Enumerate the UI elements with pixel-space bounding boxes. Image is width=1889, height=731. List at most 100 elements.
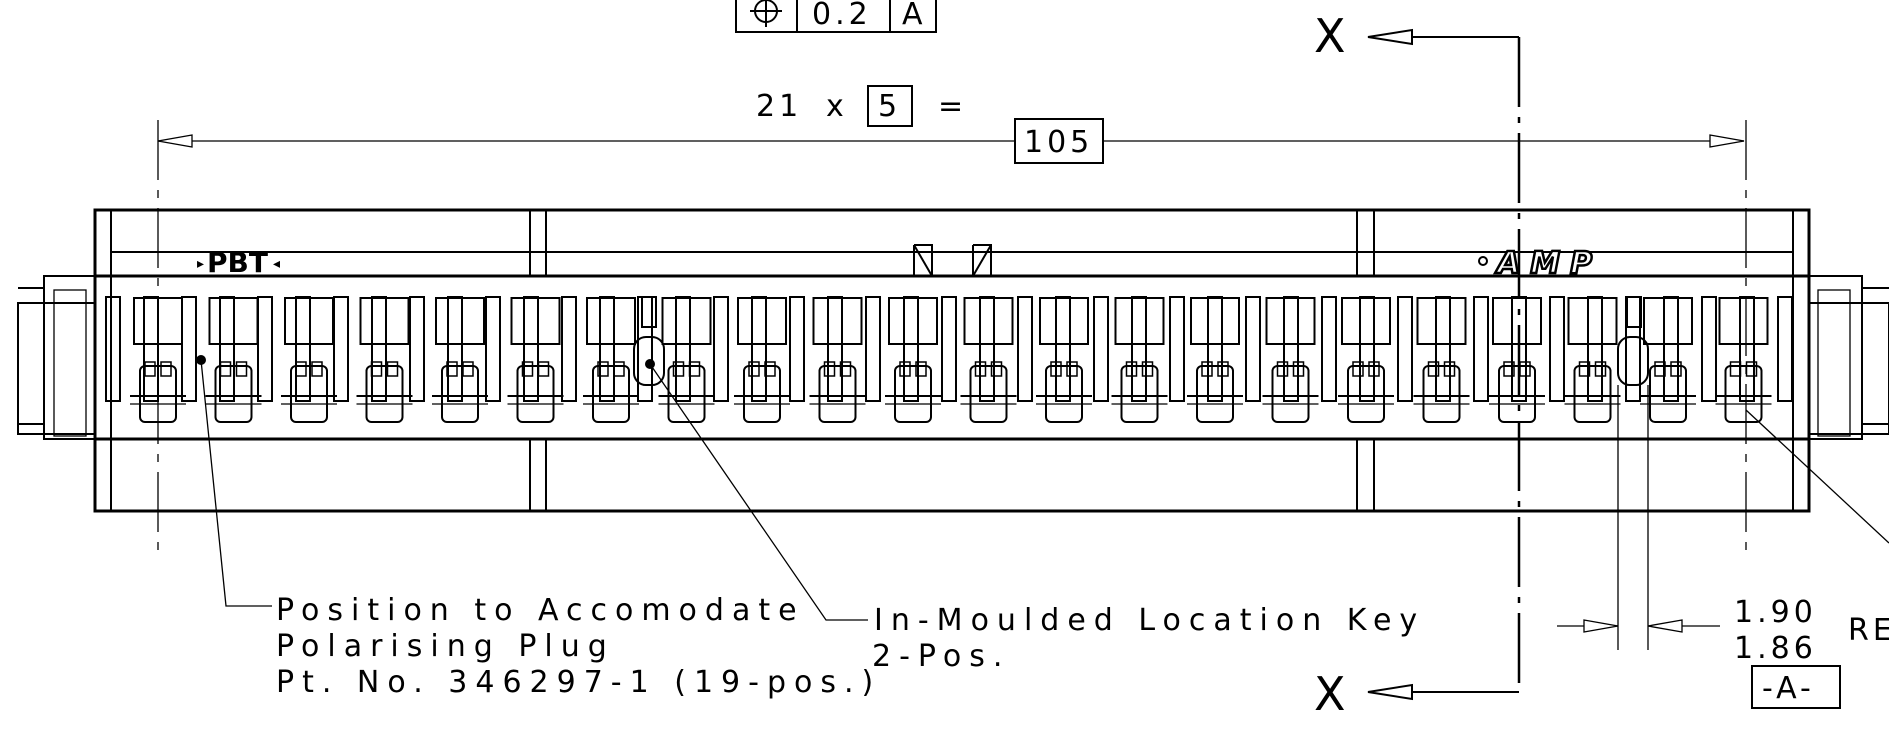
location-key-note-line-1: In-Moulded Location Key [874,603,1425,638]
cell-window [963,297,1014,345]
tolerance-frame: 0.2 A [735,0,937,33]
cell-window [208,297,259,345]
comb-tooth [181,296,197,402]
width-dimension: 1.90 1.86 RE -A- [1557,385,1889,709]
contact-tab [295,361,307,377]
comb-tooth [941,296,957,402]
cell-window [133,297,183,345]
pitch-value: 5 [878,89,901,124]
contact-tab [990,361,1003,377]
comb-tooth [1777,296,1793,402]
cell-window [1567,297,1618,345]
contact-body [1196,365,1234,423]
polarising-note-line-3: Pt. No. 346297-1 (19-pos.) [276,665,881,700]
comb-tooth [295,296,311,402]
cell-window [812,297,863,345]
pitch-equals: = [938,89,967,124]
overall-dimension: 105 [157,118,1747,550]
comb-tooth [751,296,767,402]
cell-window [661,297,712,345]
cell-window [888,297,938,345]
contact-tab [1427,361,1440,377]
pitch-dimension: 21 x 5 = [756,85,967,127]
contact-tab [1066,361,1078,377]
comb-tooth [1055,296,1071,402]
contact-body [516,365,555,423]
comb-tooth [143,296,159,402]
contact-body [1271,365,1310,423]
comb-tooth [1017,296,1033,402]
comb-tooth [333,296,349,402]
comb-tooth [561,296,577,402]
brand-logo: AMP [1495,246,1602,281]
contact-tab [823,361,836,377]
cell-window [510,297,561,345]
contact-tab [1125,361,1138,377]
contact-tab [1654,361,1666,377]
cell-window [1114,297,1165,345]
contact-tab [748,361,760,377]
location-key-note-line-2: 2-Pos. [872,639,1010,674]
contact-tab [839,361,852,377]
contact-tab [160,361,172,377]
contact-tab [1352,361,1364,377]
contact-tab [1745,361,1758,377]
contact-tab [672,361,685,377]
polarising-note-line-1: Position to Accomodate [276,593,805,628]
contact-body [1649,365,1687,423]
comb-tooth [675,296,691,402]
location-key-note: In-Moulded Location Key 2-Pos. [649,363,1425,674]
width-ref: RE [1848,613,1889,648]
contact-body [743,365,781,423]
contact-tab [974,361,987,377]
cell-window [586,297,636,345]
contact-body [441,365,479,423]
contact-tab [1594,361,1607,377]
cell-window [1265,297,1316,345]
comb-tooth [1283,296,1299,402]
contact-tab [1276,361,1289,377]
contact-tab [1519,361,1531,377]
contact-body [1498,365,1536,423]
comb-tooth [1093,296,1109,402]
comb-tooth [1131,296,1147,402]
cell-window [1416,297,1467,345]
contact-tab [235,361,248,377]
contact-body [1045,365,1083,423]
section-label-bottom: X [1314,667,1346,721]
comb-tooth [447,296,463,402]
comb-tooth [1397,296,1413,402]
contact-body [214,365,253,423]
contact-tab [537,361,550,377]
comb-tooth [219,296,235,402]
section-line: X X [1314,9,1521,721]
contact-tab [915,361,927,377]
material-marking: PBT [207,246,268,279]
contact-tab [311,361,323,377]
contact-tab [597,361,609,377]
contact-body [667,365,706,423]
contact-tab [219,361,232,377]
cell-window [1643,297,1693,345]
cell-window [1341,297,1391,345]
polarising-note: Position to Accomodate Polarising Plug P… [200,359,881,700]
overall-value: 105 [1024,125,1093,160]
comb-tooth [599,296,615,402]
contact-tab [1050,361,1062,377]
cell-window [359,297,410,345]
contact-tab [613,361,625,377]
contact-tab [1141,361,1154,377]
comb-tooth [903,296,919,402]
contact-body [894,365,932,423]
contact-tab [144,361,156,377]
comb-tooth [105,296,121,402]
comb-tooth [1587,296,1603,402]
marking-arrow-left: ▸ [197,256,204,272]
contact-tab [688,361,701,377]
cell-window [1190,297,1240,345]
contact-tab [1217,361,1229,377]
comb-tooth [789,296,805,402]
contact-tab [1443,361,1456,377]
contact-body [969,365,1008,423]
